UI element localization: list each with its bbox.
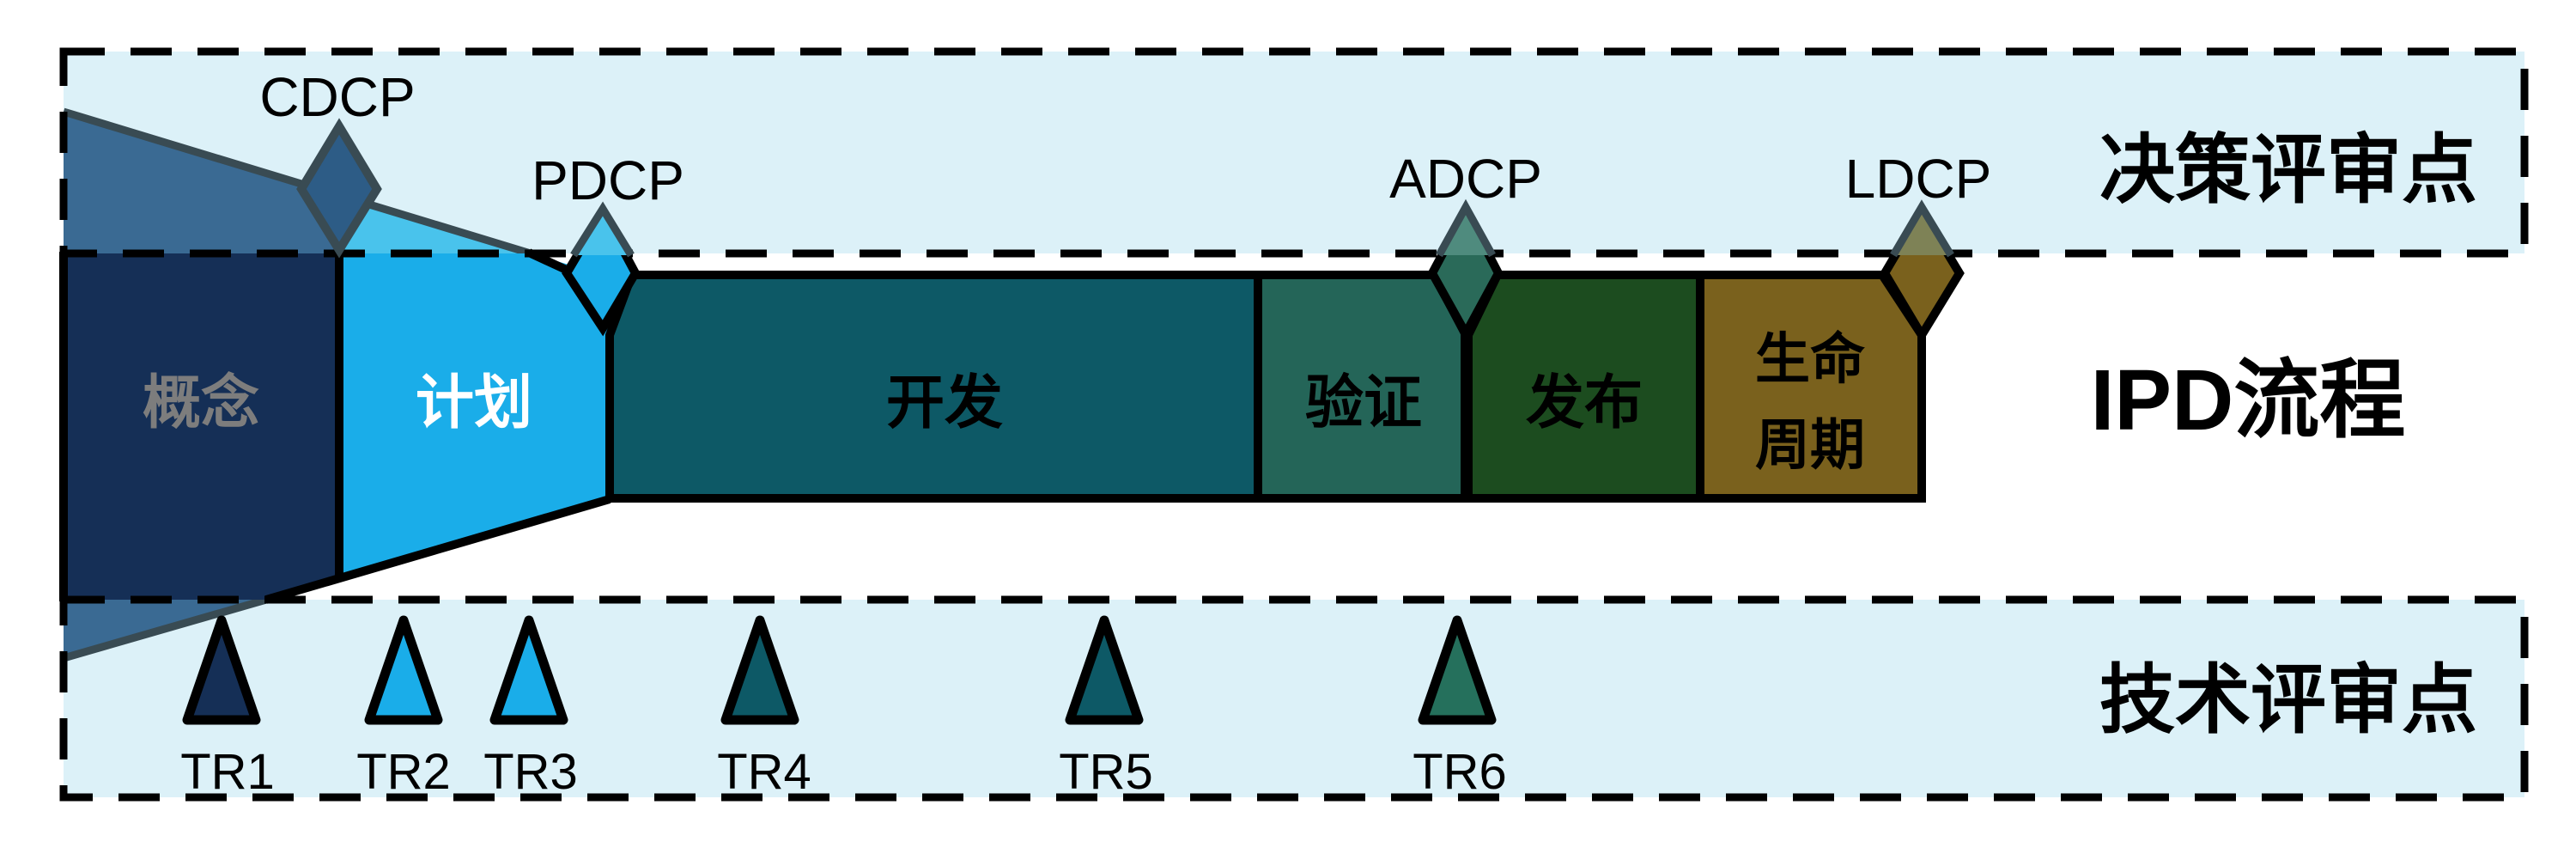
phase-block-lifecycle: [1696, 271, 1926, 503]
tr1-label: TR1: [180, 744, 275, 800]
tr4-triangle-icon: [720, 615, 799, 725]
phase-label-lifecycle-line2: 周期: [1755, 414, 1865, 476]
tr3-triangle-icon: [489, 615, 568, 725]
funnel-top-slope-muted: [62, 107, 532, 258]
tr4-label: TR4: [717, 744, 811, 800]
tr3-label: TR3: [483, 744, 578, 800]
concept-funnel-upper: [64, 112, 339, 253]
funnel-bottom-slope-muted: [62, 595, 268, 662]
pdcp-diamond-muted-cap: [574, 209, 631, 255]
cdcp-diamond-icon: [296, 118, 382, 259]
ldcp-diamond-muted-cap: [1893, 207, 1951, 255]
phase-label-verify: 验证: [1305, 370, 1422, 436]
page-title: IPD流程: [2091, 352, 2406, 448]
tr1-triangle-icon: [182, 615, 261, 725]
technical-band-border: [59, 595, 2529, 802]
phase-block-develop: [605, 271, 1262, 503]
phase-label-lifecycle-line1: 生命: [1755, 328, 1865, 390]
phase-label-concept: 概念: [143, 370, 259, 436]
phase-block-plan: [339, 253, 610, 577]
tr2-label: TR2: [356, 744, 451, 800]
cdcp-label: CDCP: [259, 66, 415, 128]
technical-band-title: 技术评审点: [2099, 657, 2477, 742]
decision-band-title: 决策评审点: [2099, 127, 2477, 212]
phase-label-develop: 开发: [886, 370, 1003, 436]
ldcp-cap-outline: [1890, 199, 1954, 258]
ldcp-label: LDCP: [1845, 148, 1992, 210]
tr6-label: TR6: [1413, 744, 1507, 800]
tr5-triangle-icon: [1065, 615, 1144, 725]
tr6-triangle-icon: [1418, 615, 1497, 725]
pdcp-label: PDCP: [532, 149, 684, 211]
phase-block-concept: [64, 253, 339, 600]
phase-label-plan: 计划: [416, 370, 532, 436]
phase-label-release: 发布: [1526, 370, 1643, 436]
adcp-diamond-muted-cap: [1439, 207, 1492, 255]
pdcp-cap-outline: [570, 201, 635, 258]
adcp-label: ADCP: [1389, 148, 1542, 210]
funnel-bottom-slope: [264, 495, 611, 604]
adcp-cap-outline: [1436, 198, 1496, 258]
decision-band-background: [64, 52, 2524, 253]
tr2-triangle-icon: [364, 615, 443, 725]
tr5-label: TR5: [1059, 744, 1153, 800]
technical-band-background: [64, 600, 2524, 797]
decision-band-border: [59, 47, 2529, 258]
